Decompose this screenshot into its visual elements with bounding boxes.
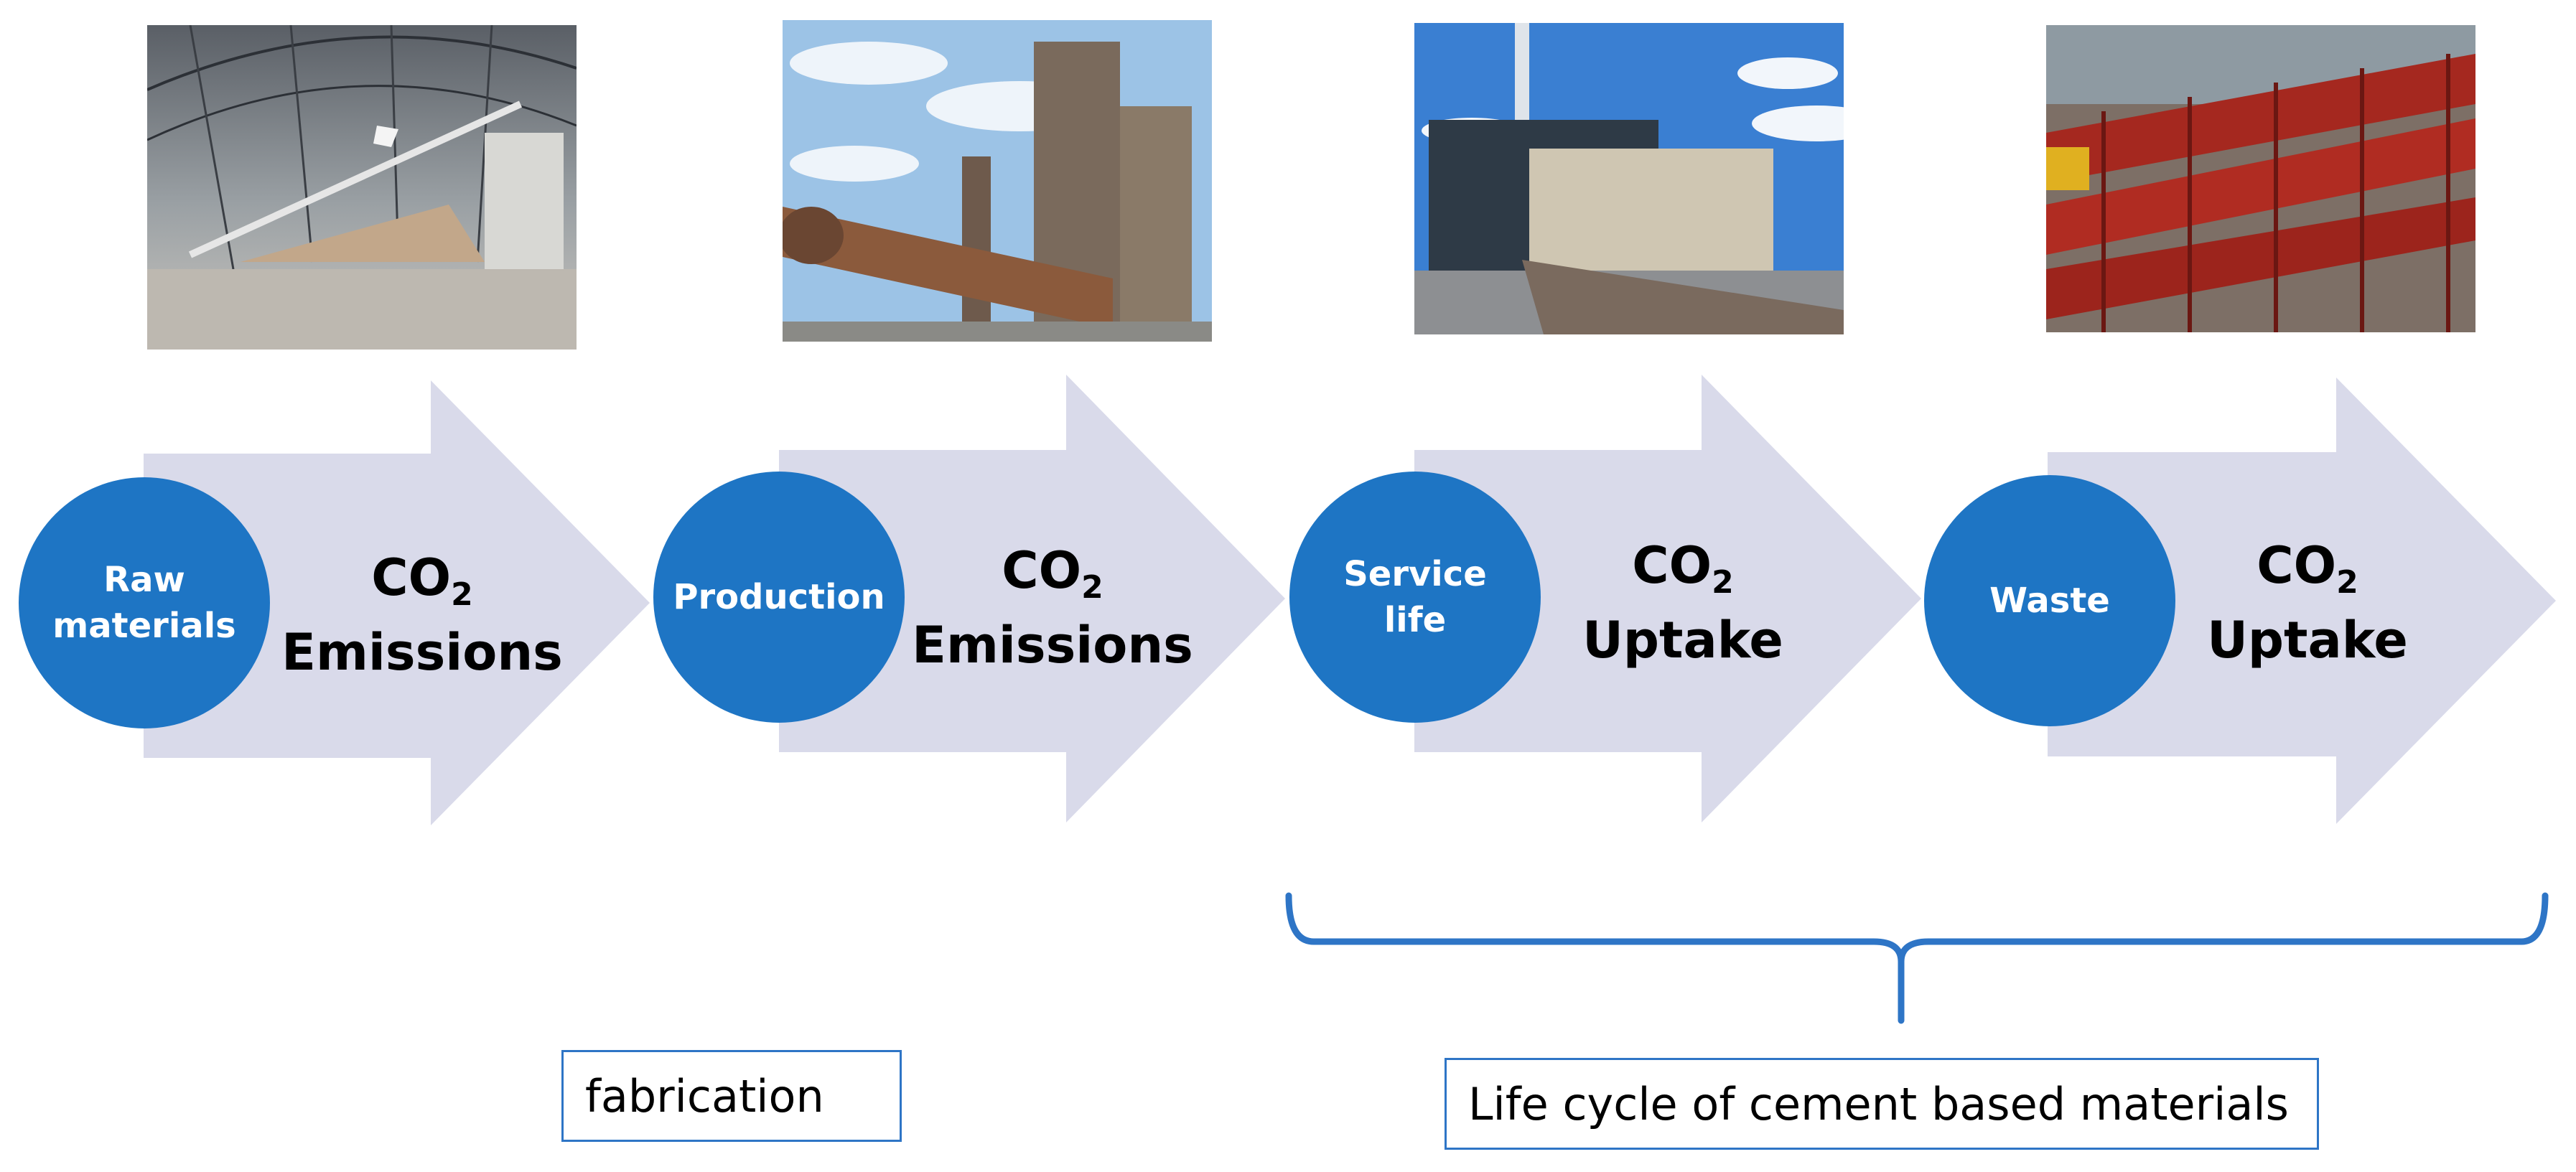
stage-label: Service life	[1343, 554, 1487, 640]
life-cycle-box: Life cycle of cement based materials	[1445, 1058, 2319, 1150]
stage-label: Raw materials	[52, 560, 236, 646]
stage-circle-production: Production	[653, 472, 905, 723]
arrow-service-life	[1414, 375, 1921, 822]
stage-circle-waste: Waste	[1924, 475, 2175, 726]
life-cycle-brace	[1285, 892, 2549, 1024]
co2-label-production: CO2 Emissions	[902, 542, 1203, 674]
co2-formula: CO2	[2257, 536, 2358, 601]
co2-label-waste: CO2 Uptake	[2157, 537, 2458, 669]
arrow-raw-materials	[144, 380, 650, 825]
arrow-production	[779, 375, 1285, 822]
co2-effect: Emissions	[912, 616, 1193, 675]
co2-formula: CO2	[1632, 536, 1734, 601]
co2-effect: Emissions	[281, 623, 563, 682]
fabrication-box: fabrication	[561, 1050, 902, 1142]
co2-formula: CO2	[1002, 541, 1103, 606]
fabrication-label: fabrication	[585, 1069, 824, 1122]
co2-effect: Uptake	[2207, 611, 2408, 670]
co2-effect: Uptake	[1582, 611, 1783, 670]
stage-label: Production	[673, 577, 885, 617]
demolition-site-photo	[2046, 25, 2475, 332]
co2-label-raw-materials: CO2 Emissions	[271, 549, 573, 681]
building-photo	[1414, 23, 1844, 334]
stage-circle-service-life: Service life	[1289, 472, 1541, 723]
cement-plant-photo	[783, 20, 1212, 342]
life-cycle-label: Life cycle of cement based materials	[1468, 1077, 2289, 1130]
raw-materials-dome-photo	[147, 25, 577, 350]
arrow-waste	[2048, 378, 2556, 824]
co2-formula: CO2	[371, 548, 473, 613]
stage-circle-raw-materials: Raw materials	[19, 477, 270, 728]
co2-label-service-life: CO2 Uptake	[1532, 537, 1834, 669]
stage-label: Waste	[1989, 581, 2110, 621]
